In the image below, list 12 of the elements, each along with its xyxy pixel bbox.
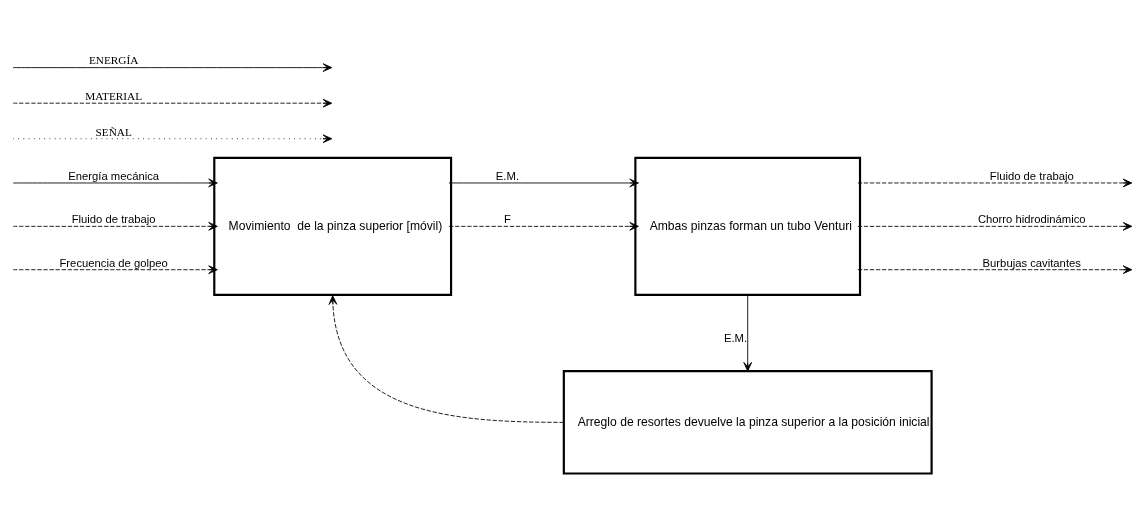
edge-label: Frecuencia de golpeo: [59, 256, 168, 269]
edge-label: Fluido de trabajo: [989, 169, 1074, 182]
edge-label: Burbujas cavitantes: [982, 256, 1081, 269]
legend-label: SEÑAL: [95, 125, 132, 138]
edge-label: Energía mecánica: [68, 169, 160, 182]
legend-label: MATERIAL: [85, 90, 143, 103]
edge-label: E.M.: [495, 169, 520, 182]
legend-label: ENERGÍA: [88, 54, 139, 67]
edge-label: Chorro hidrodinámico: [977, 213, 1086, 226]
edge-label: Fluido de trabajo: [71, 213, 156, 226]
edge-label: F: [504, 213, 511, 226]
edge-label: E.M.: [723, 332, 748, 345]
